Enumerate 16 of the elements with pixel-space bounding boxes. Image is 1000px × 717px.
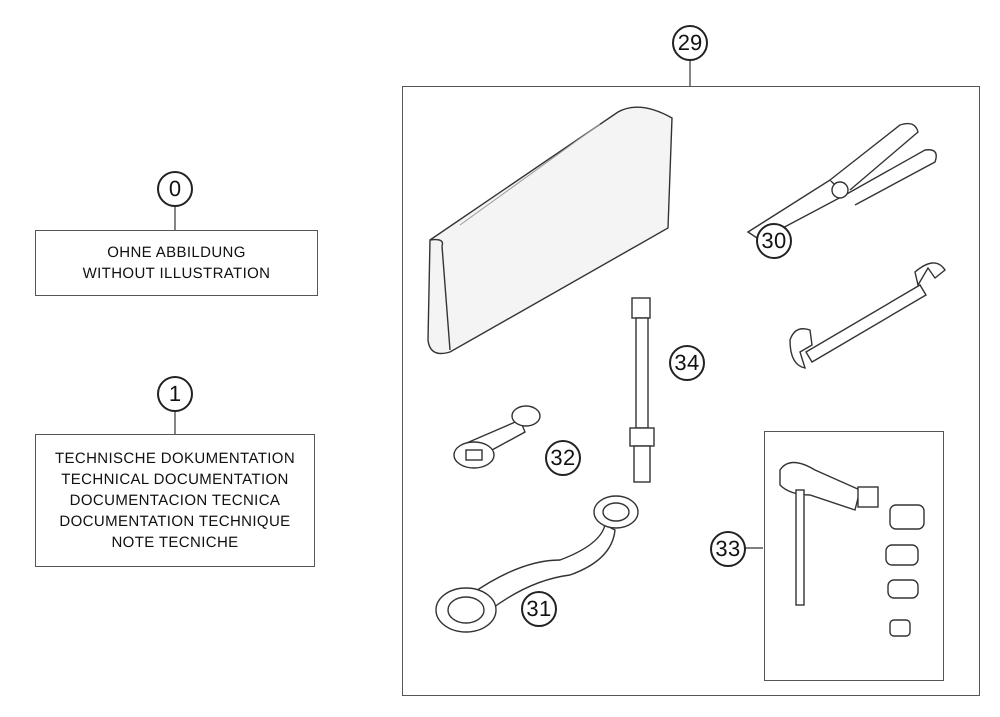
callout-number: 0 bbox=[157, 171, 193, 207]
frame-box bbox=[402, 86, 980, 696]
callout-number: 30 bbox=[756, 223, 792, 259]
leader-line bbox=[174, 412, 176, 434]
callout-number: 33 bbox=[710, 531, 746, 567]
label-box: TECHNISCHE DOKUMENTATION TECHNICAL DOCUMENTATION DOCUMENTACION TECNICA DOCUMENTATION TECHNIQUE NOTE TECNICHE bbox=[35, 434, 315, 567]
leader-line bbox=[745, 547, 763, 549]
callout-number: 31 bbox=[521, 591, 557, 627]
leader-line bbox=[689, 61, 691, 86]
callout-number: 29 bbox=[672, 25, 708, 61]
leader-line bbox=[174, 207, 176, 230]
frame-box bbox=[764, 431, 944, 681]
label-box: OHNE ABBILDUNG WITHOUT ILLUSTRATION bbox=[35, 230, 318, 296]
callout-number: 34 bbox=[669, 345, 705, 381]
callout-number: 1 bbox=[157, 376, 193, 412]
callout-number: 32 bbox=[545, 440, 581, 476]
